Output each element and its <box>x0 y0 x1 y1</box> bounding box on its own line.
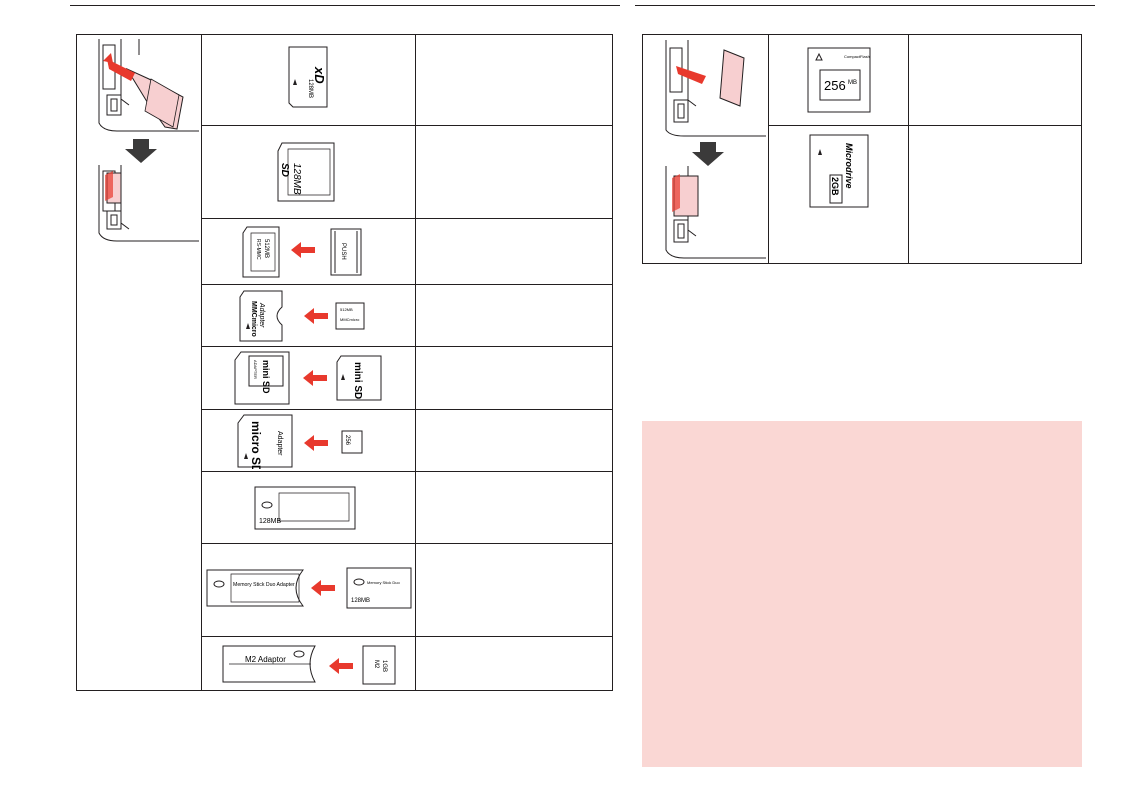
minisd-brand-on-adapter: mini SD <box>261 360 271 394</box>
row-divider <box>201 125 612 126</box>
microdrive-brand: Microdrive <box>844 143 854 189</box>
sd-card-brand: SD <box>279 163 290 177</box>
microdrive-capacity: 2GB <box>830 177 840 196</box>
row-divider <box>201 346 612 347</box>
memory-stick-capacity: 128MB <box>259 518 282 525</box>
microsd-card-cell: micro SD Adapter 256 <box>202 410 415 471</box>
rs-mmc-push-label: PUSH <box>340 243 346 260</box>
microdrive-card-cell: 2GB Microdrive <box>769 126 908 216</box>
microsd-card-capacity: 256 <box>344 435 350 446</box>
minisd-card-brand: mini SD <box>352 362 363 399</box>
memory-stick-logo-icon <box>213 580 224 588</box>
insert-arrow-icon <box>302 370 327 386</box>
compactflash-capacity: 256 <box>824 78 846 93</box>
minisd-adapter-label: ADAPTER <box>253 360 258 379</box>
microsd-adapter-label: Adapter <box>276 431 283 456</box>
microdrive-card-image: 2GB Microdrive <box>809 134 868 208</box>
mmcmicro-card-capacity: 512MB <box>340 307 353 312</box>
left-card-table: xD 128MB SD 128MB RS-MMC 512MB PUSH MMCm… <box>76 34 613 691</box>
insert-arrow-icon <box>328 657 353 674</box>
row-divider <box>201 471 612 472</box>
note-box <box>642 421 1082 767</box>
right-card-table: CompactFlash 256 MB 2GB Microdrive <box>642 34 1082 264</box>
mmcmicro-adapter-label: Adapter <box>258 302 265 328</box>
row-divider <box>201 284 612 285</box>
column-divider <box>908 35 909 263</box>
rs-mmc-card-image: RS-MMC 512MB PUSH <box>242 226 361 277</box>
column-divider <box>201 35 202 690</box>
mmcmicro-card-label: MMCmicro <box>340 317 360 322</box>
m2-card-capacity: 1GB <box>381 660 387 672</box>
memory-stick-duo-card-cell: Memory Stick Duo Adapter Memory Stick Du… <box>202 544 415 636</box>
compactflash-unit: MB <box>848 80 857 86</box>
microsd-brand-on-adapter: micro SD <box>249 421 263 469</box>
row-divider <box>201 543 612 544</box>
header-rule-right <box>635 5 1095 6</box>
row-divider <box>201 409 612 410</box>
memory-stick-micro-card-image: M2 Adaptor M2 1GB <box>222 645 395 684</box>
rs-mmc-card-cell: RS-MMC 512MB PUSH <box>202 219 415 284</box>
minisd-card-cell: ADAPTER mini SD mini SD <box>202 347 415 409</box>
memory-stick-micro-card-cell: M2 Adaptor M2 1GB <box>202 637 415 690</box>
cf-slot-insertion-illustration <box>643 35 768 263</box>
sd-card-image: SD 128MB <box>277 142 334 202</box>
insert-arrow-icon <box>303 307 328 324</box>
insert-arrow-icon <box>310 580 335 596</box>
rs-mmc-card-brand: RS-MMC <box>255 239 261 260</box>
memory-stick-logo-icon <box>261 501 272 508</box>
memory-stick-duo-card-image: Memory Stick Duo Adapter Memory Stick Du… <box>206 567 411 609</box>
column-divider <box>768 35 769 263</box>
memory-stick-card-image: 128MB <box>254 486 355 529</box>
memory-stick-logo-icon <box>353 578 364 586</box>
sd-card-cell: SD 128MB <box>202 126 415 218</box>
insert-arrow-icon <box>290 241 315 258</box>
sd-card-capacity: 128MB <box>291 163 302 195</box>
row-divider <box>201 218 612 219</box>
rs-mmc-card-capacity: 512MB <box>263 239 269 258</box>
column-divider <box>415 35 416 690</box>
compactflash-brand: CompactFlash <box>844 54 870 59</box>
insert-arrow-icon <box>303 434 328 451</box>
header-rule-left <box>70 5 620 6</box>
microsd-card-image: micro SD Adapter 256 <box>237 414 362 469</box>
memory-stick-logo-icon <box>293 650 304 657</box>
m2-card-label: M2 <box>373 660 379 669</box>
row-divider <box>768 125 1081 126</box>
memory-stick-card-cell: 128MB <box>202 472 415 543</box>
mmcmicro-adapter-brand: MMCmicro <box>250 301 257 337</box>
minisd-card-image: ADAPTER mini SD mini SD <box>234 351 381 405</box>
memory-stick-duo-card-label: Memory Stick Duo <box>367 580 400 585</box>
xd-card-capacity: 128MB <box>307 79 313 98</box>
compactflash-card-image: CompactFlash 256 MB <box>807 47 870 113</box>
compactflash-card-cell: CompactFlash 256 MB <box>769 35 908 125</box>
memory-stick-duo-adapter-label: Memory Stick Duo Adapter <box>233 582 295 588</box>
xd-picture-card-cell: xD 128MB <box>202 35 415 125</box>
mmcmicro-card-cell: MMCmicro Adapter 512MB MMCmicro <box>202 285 415 346</box>
memory-stick-duo-card-capacity: 128MB <box>351 598 370 604</box>
xd-card-brand: xD <box>312 66 327 84</box>
m2-adapter-label: M2 Adaptor <box>245 655 286 664</box>
mmcmicro-card-image: MMCmicro Adapter 512MB MMCmicro <box>239 290 364 341</box>
xd-card-image: xD 128MB <box>288 46 327 108</box>
slot-insertion-illustration <box>77 35 201 245</box>
row-divider <box>201 636 612 637</box>
